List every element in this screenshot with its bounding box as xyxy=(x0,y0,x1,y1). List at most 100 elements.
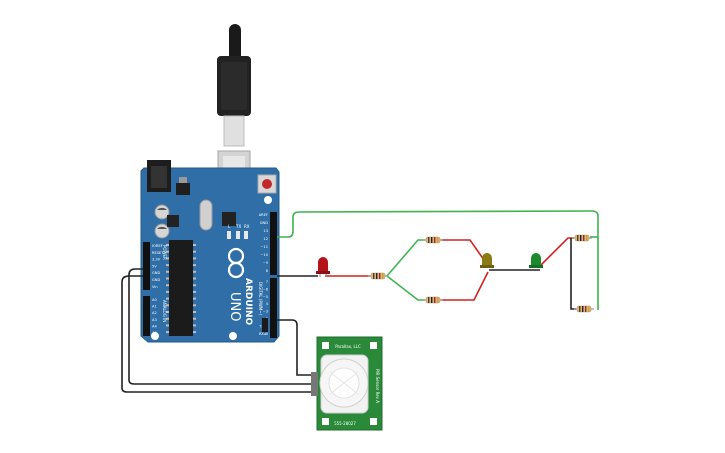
wire-black-sensor-gnd[interactable] xyxy=(121,275,318,393)
sensor-mount-hole xyxy=(370,418,377,425)
resistor[interactable] xyxy=(572,234,592,242)
pin-label: AREF xyxy=(259,213,268,217)
pin-label: GND xyxy=(260,221,268,225)
chip-pin xyxy=(193,244,196,246)
resistor[interactable] xyxy=(423,296,443,304)
wire-red-green-led[interactable] xyxy=(539,237,574,267)
chip-pin xyxy=(166,270,169,273)
pin-label: GND xyxy=(152,278,160,282)
pin-label: 12 xyxy=(263,237,268,241)
chip-pin xyxy=(193,250,196,253)
wire-black-sensor-signal[interactable] xyxy=(277,319,318,376)
pin-label: A2 xyxy=(152,311,157,315)
wires xyxy=(121,210,599,393)
wire-black-right[interactable] xyxy=(570,238,576,310)
voltage-regulator xyxy=(176,177,190,195)
capacitor xyxy=(154,223,170,239)
arduino-logo xyxy=(227,247,245,279)
reset-button[interactable] xyxy=(257,174,277,194)
pin-label: 8 xyxy=(266,269,269,273)
resistor[interactable] xyxy=(574,305,594,313)
resistors xyxy=(368,234,594,313)
chip-pin xyxy=(166,257,169,260)
capacitor xyxy=(154,204,170,220)
wire-green-gnd[interactable] xyxy=(277,210,599,310)
chip-pin xyxy=(193,270,196,273)
wire-red-upper[interactable] xyxy=(441,239,485,261)
pin-label: A1 xyxy=(152,305,157,309)
led-tx-indicator xyxy=(236,231,240,239)
resistor[interactable] xyxy=(423,236,443,244)
mounting-hole xyxy=(264,196,272,204)
led-red[interactable] xyxy=(316,257,330,277)
pin-label: 3.3V xyxy=(152,258,161,262)
led-yellow[interactable] xyxy=(480,253,494,268)
pin-label: ~3 xyxy=(263,310,268,314)
small-ic xyxy=(167,215,179,227)
chip-pin xyxy=(166,311,169,313)
brand-label: ARDUINO xyxy=(243,278,253,326)
digital-header-top[interactable] xyxy=(270,212,277,275)
wire-green-branch-up[interactable] xyxy=(386,239,425,277)
pin-label: 4 xyxy=(266,302,269,306)
pir-dome xyxy=(319,354,369,414)
chip-pin xyxy=(193,284,196,287)
wire-red-lower[interactable] xyxy=(441,271,489,301)
led-label: TX xyxy=(235,224,241,229)
icsp-header xyxy=(262,318,268,332)
pin-label: A3 xyxy=(152,318,157,322)
chip-pin xyxy=(166,244,169,246)
chip-pin xyxy=(166,297,169,300)
led-green[interactable] xyxy=(529,253,543,268)
chip-pin xyxy=(193,297,196,300)
arduino-uno-board[interactable]: L TX RX ARDUINO UNO POWER IOREFRESET3.3V… xyxy=(140,160,280,343)
led-l-indicator xyxy=(227,231,231,239)
chip-pin xyxy=(193,324,196,327)
chip-pin xyxy=(166,277,169,280)
sensor-mount-hole xyxy=(322,342,329,349)
chip-pin xyxy=(166,324,169,327)
chip-pin xyxy=(166,317,169,320)
led-label: RX xyxy=(244,224,250,229)
chip-pin xyxy=(193,264,196,267)
model-label: UNO xyxy=(227,292,242,321)
pin-label: IOREF xyxy=(152,244,163,248)
pin-label: ~9 xyxy=(263,261,269,265)
chip-pin xyxy=(193,290,196,293)
power-header[interactable] xyxy=(143,242,150,290)
chip-pins xyxy=(166,244,196,334)
pin-label: 7 xyxy=(266,280,268,284)
pin-label: ~5 xyxy=(263,295,268,299)
digital-header-label: DIGITAL (PWM~) xyxy=(258,282,263,316)
chip-pin xyxy=(166,250,169,253)
wire-green-branch-down[interactable] xyxy=(386,275,425,301)
chip-pin xyxy=(193,311,196,313)
wire-black-sensor-power[interactable] xyxy=(128,268,318,385)
digital-header-bottom[interactable] xyxy=(270,278,277,338)
chip-pin xyxy=(166,264,169,267)
power-header-label: POWER xyxy=(162,245,167,260)
pin-label: 5V xyxy=(152,264,157,268)
crystal-oscillator xyxy=(199,199,213,231)
analog-header[interactable] xyxy=(143,296,150,336)
mounting-hole xyxy=(229,332,237,340)
mounting-hole xyxy=(151,332,159,340)
pin-label: 13 xyxy=(263,229,268,233)
led-rx-indicator xyxy=(244,231,248,239)
pin-label: A4 xyxy=(152,324,157,328)
usb-interface-chip xyxy=(222,212,236,226)
resistor[interactable] xyxy=(368,272,388,280)
chip-pin xyxy=(166,290,169,293)
sensor-pin-header[interactable] xyxy=(311,372,318,396)
pin-label: ~6 xyxy=(263,287,269,291)
sensor-mount-hole xyxy=(322,418,329,425)
pin-label: RESET xyxy=(152,251,164,255)
chip-pin xyxy=(193,257,196,260)
pir-sensor[interactable]: Parallax, LLC 555-28027 PIR Sensor Rev A xyxy=(311,336,383,431)
sensor-top-label: Parallax, LLC xyxy=(335,344,361,349)
chip-pin xyxy=(193,331,196,334)
pin-label: GND xyxy=(152,271,160,275)
